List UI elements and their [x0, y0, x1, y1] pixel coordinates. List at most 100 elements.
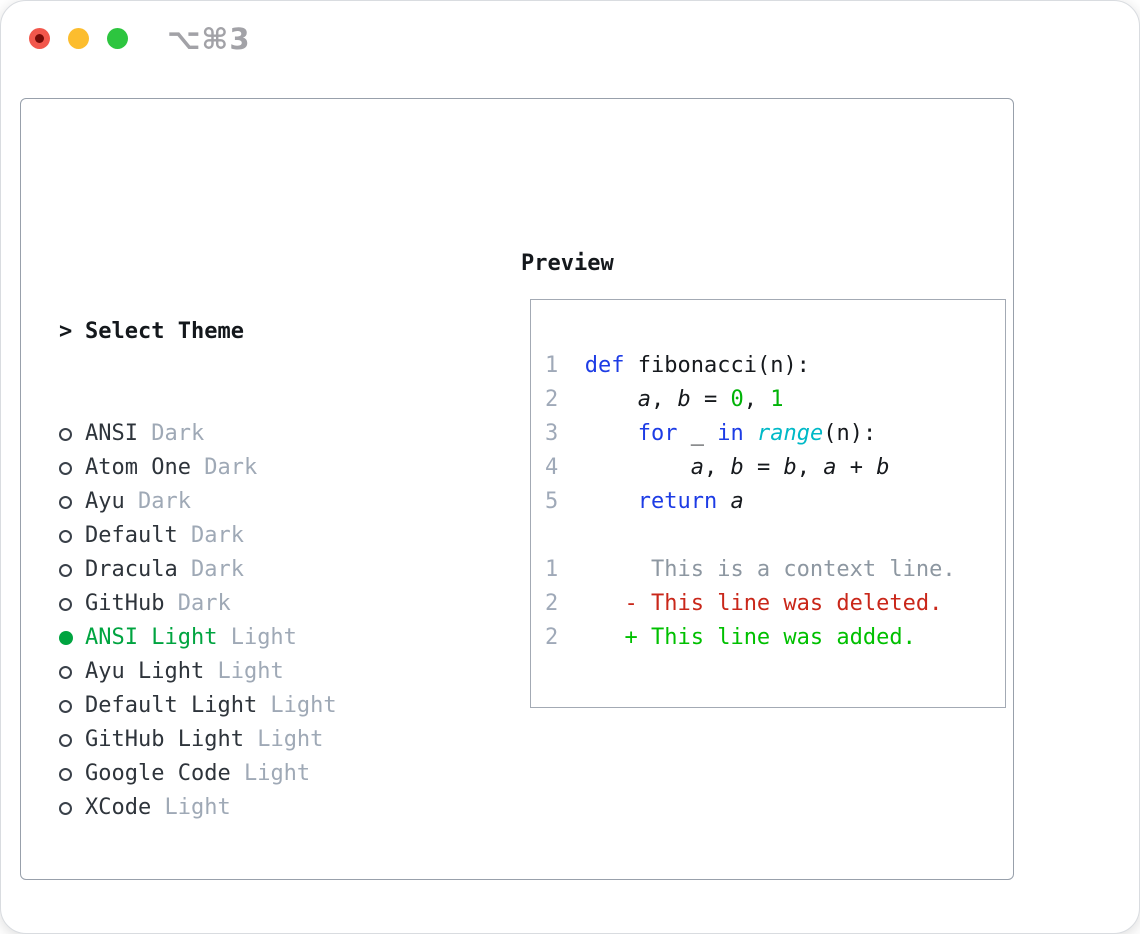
- line-number: 2: [545, 387, 585, 412]
- code-line: 3 for _ in range(n):: [545, 417, 956, 451]
- theme-name: GitHub Light: [85, 727, 244, 752]
- code-token-var: a: [690, 455, 704, 480]
- radio-icon: [59, 563, 72, 577]
- bullet-column: [59, 767, 85, 781]
- close-dot-icon: [35, 34, 44, 43]
- code-token-pl: [744, 421, 757, 446]
- code-token-pl: [717, 489, 730, 514]
- code-token-pl: [558, 625, 624, 650]
- code-token-var: b: [783, 455, 797, 480]
- radio-icon: [59, 699, 72, 713]
- theme-variant: Dark: [164, 591, 231, 616]
- theme-variant: Light: [151, 795, 231, 820]
- window-shortcut-label: ⌥⌘3: [167, 22, 251, 56]
- code-token-add: + This line was added.: [624, 625, 916, 650]
- code-token-num: 1: [770, 387, 784, 412]
- theme-option[interactable]: Atom One Dark: [59, 451, 430, 485]
- code-token-pl: ,: [703, 455, 731, 480]
- theme-option[interactable]: Ayu Dark: [59, 485, 430, 519]
- theme-option[interactable]: GitHub Light Light: [59, 723, 430, 757]
- theme-name: Default: [85, 523, 178, 548]
- bullet-column: [59, 597, 85, 611]
- theme-name: Default Light: [85, 693, 258, 718]
- radio-selected-icon: [59, 631, 73, 645]
- code-token-pl: fibonacci(n):: [624, 353, 810, 378]
- theme-variant: Dark: [124, 489, 191, 514]
- bullet-column: [59, 529, 85, 543]
- code-token-pl: +: [836, 455, 877, 480]
- code-token-pl: _: [677, 421, 718, 446]
- theme-variant: Dark: [177, 523, 244, 548]
- diff-line: 1 This is a context line.: [545, 553, 956, 587]
- theme-variant: Light: [243, 727, 324, 752]
- code-token-var: a: [730, 489, 744, 514]
- theme-option[interactable]: Google Code Light: [59, 757, 430, 791]
- radio-icon: [59, 427, 72, 441]
- code-token-pl: ,: [650, 387, 678, 412]
- line-number: 1: [545, 353, 585, 378]
- radio-icon: [59, 597, 72, 611]
- traffic-light-minimize-icon[interactable]: [68, 28, 89, 49]
- code-line: 4 a, b = b, a + b: [545, 451, 956, 485]
- theme-option[interactable]: Default Light Light: [59, 689, 430, 723]
- bullet-column: [59, 665, 85, 679]
- theme-option[interactable]: Default Dark: [59, 519, 430, 553]
- theme-option[interactable]: ANSI Light Light: [59, 621, 430, 655]
- theme-option[interactable]: Ayu Light Light: [59, 655, 430, 689]
- select-theme-title-row: > Select Theme: [59, 315, 430, 349]
- line-number: 2: [545, 591, 559, 616]
- code-token-pl: [558, 591, 624, 616]
- theme-name: Atom One: [85, 455, 191, 480]
- theme-name: ANSI: [85, 421, 138, 446]
- bullet-column: [59, 801, 85, 815]
- theme-variant: Light: [217, 625, 297, 650]
- code-token-pl: =: [690, 387, 731, 412]
- theme-variant: Light: [230, 761, 311, 786]
- line-number: 1: [545, 557, 559, 582]
- theme-option[interactable]: ANSI Dark: [59, 417, 430, 451]
- theme-variant: Light: [204, 659, 284, 684]
- radio-icon: [59, 461, 72, 475]
- code-line: 1 def fibonacci(n):: [545, 349, 956, 383]
- theme-option[interactable]: XCode Light: [59, 791, 430, 825]
- bullet-column: [59, 427, 85, 441]
- diff-line: 2 + This line was added.: [545, 621, 956, 655]
- theme-name: Google Code: [85, 761, 231, 786]
- code-token-var: b: [677, 387, 691, 412]
- code-token-var: a: [637, 387, 651, 412]
- traffic-light-close-icon[interactable]: [29, 28, 50, 49]
- select-theme-title: Select Theme: [85, 319, 244, 344]
- code-token-pl: [585, 421, 638, 446]
- bullet-column: [59, 631, 85, 645]
- bullet-column: [59, 733, 85, 747]
- code-token-pl: =: [743, 455, 784, 480]
- theme-variant: Dark: [177, 557, 244, 582]
- theme-option[interactable]: Dracula Dark: [59, 553, 430, 587]
- spacer: [545, 519, 956, 553]
- code-token-fn: range: [756, 421, 824, 446]
- focus-caret-icon: >: [59, 319, 73, 344]
- theme-option[interactable]: GitHub Dark: [59, 587, 430, 621]
- code-token-var: b: [876, 455, 890, 480]
- spacer: [59, 893, 430, 927]
- radio-icon: [59, 529, 72, 543]
- code-line: 5 return a: [545, 485, 956, 519]
- preview-title: Preview: [521, 251, 614, 276]
- theme-name: ANSI Light: [85, 625, 218, 650]
- bullet-column: [59, 563, 85, 577]
- line-number: 5: [545, 489, 585, 514]
- radio-icon: [59, 767, 72, 781]
- code-token-pl: [585, 489, 638, 514]
- code-token-del: - This line was deleted.: [624, 591, 943, 616]
- radio-icon: [59, 801, 72, 815]
- diff-line: 2 - This line was deleted.: [545, 587, 956, 621]
- traffic-light-maximize-icon[interactable]: [107, 28, 128, 49]
- code-token-var: b: [730, 455, 744, 480]
- theme-name: Ayu: [85, 489, 125, 514]
